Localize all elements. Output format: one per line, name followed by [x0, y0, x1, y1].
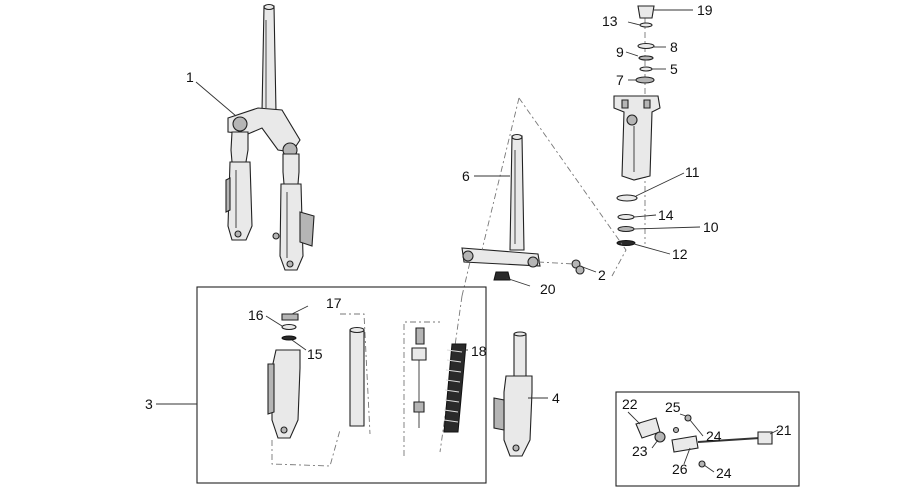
- part-label-23: 23: [632, 443, 648, 459]
- fork-leg-assembled: [493, 331, 533, 457]
- part-label-2: 2: [598, 267, 606, 283]
- part-label-19: 19: [697, 2, 713, 18]
- part-label-20: 20: [540, 281, 556, 297]
- part-label-1: 1: [186, 69, 194, 85]
- part-label-8: 8: [670, 39, 678, 55]
- part-label-12: 12: [672, 246, 688, 262]
- part-label-16: 16: [248, 307, 264, 323]
- part-label-24-upper: 24: [706, 428, 722, 444]
- part-label-17: 17: [326, 295, 342, 311]
- part-label-9: 9: [616, 44, 624, 60]
- part-label-24-lower: 24: [716, 465, 732, 481]
- part-label-25: 25: [665, 399, 681, 415]
- steering-stem: [461, 133, 585, 281]
- part-label-21: 21: [776, 422, 792, 438]
- fork-leg-detail-box: [196, 286, 487, 484]
- leader-lines: [156, 9, 779, 473]
- fork-leg-parts: [267, 313, 467, 467]
- part-label-6: 6: [462, 168, 470, 184]
- part-label-22: 22: [622, 396, 638, 412]
- part-label-13: 13: [602, 13, 618, 29]
- front-fork-assembly: [225, 3, 315, 271]
- sensor-parts: [635, 414, 773, 468]
- part-label-11: 11: [685, 164, 700, 180]
- part-label-10: 10: [703, 219, 719, 235]
- part-label-15: 15: [307, 346, 323, 362]
- part-label-4: 4: [552, 390, 560, 406]
- part-label-26: 26: [672, 461, 688, 477]
- part-label-18: 18: [471, 343, 487, 359]
- part-number-labels: 1 2 3 4 5 6 7 8 9 10 11 12 13 14 15 16 1…: [145, 2, 792, 481]
- part-label-14: 14: [658, 207, 674, 223]
- part-label-5: 5: [670, 61, 678, 77]
- steering-head-stack: [613, 5, 661, 246]
- sensor-detail-box: [615, 391, 800, 487]
- assembly-path-lines: [439, 97, 627, 453]
- part-label-7: 7: [616, 72, 624, 88]
- part-label-3: 3: [145, 396, 153, 412]
